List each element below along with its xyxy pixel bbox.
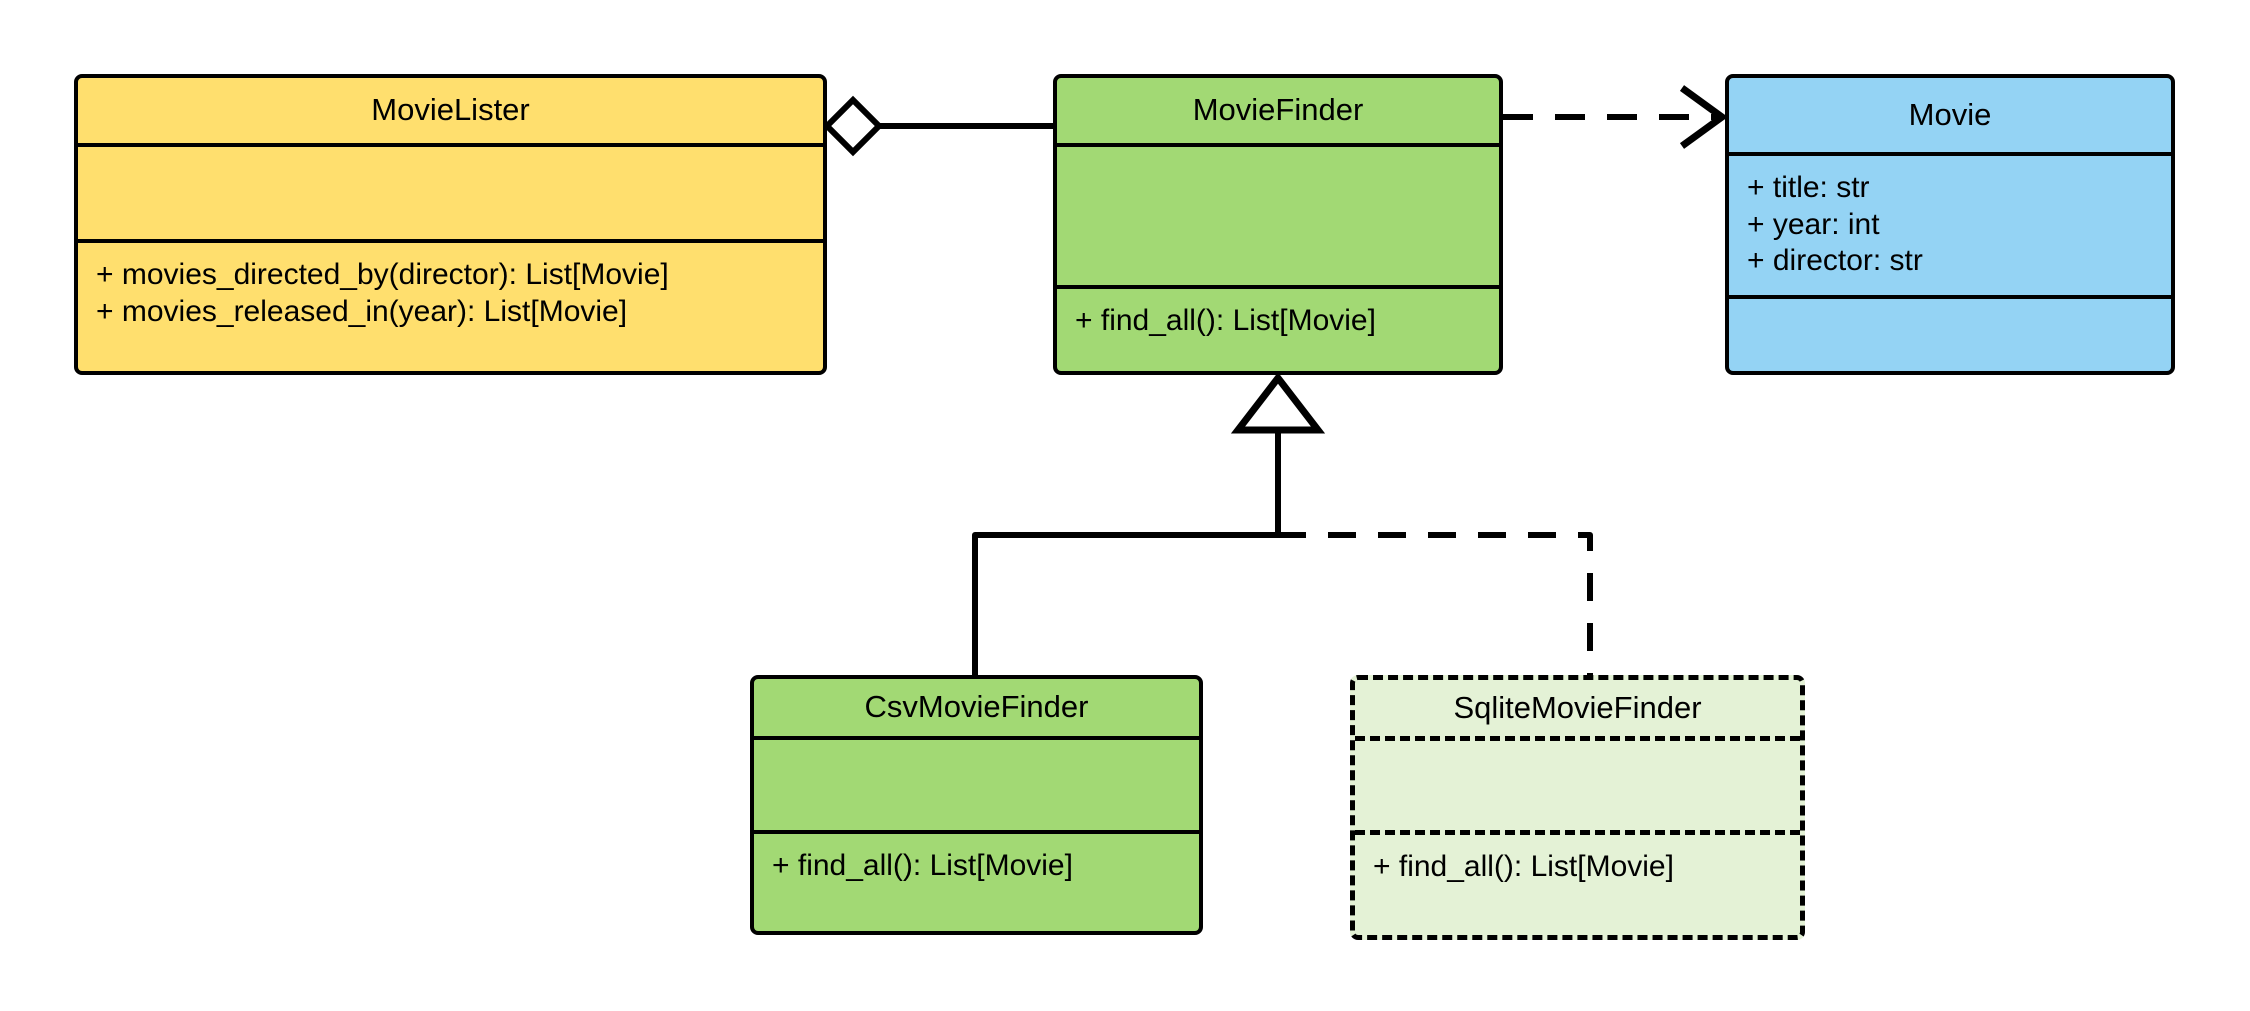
class-box-movielister[interactable]: MovieLister + movies_directed_by(directo… (74, 74, 827, 375)
generalization-triangle-moviefinder (1230, 372, 1326, 535)
class-name-movielister: MovieLister (371, 92, 530, 128)
operation-item: + movies_directed_by(director): List[Mov… (96, 258, 669, 291)
class-title-compartment: CsvMovieFinder (754, 679, 1199, 740)
class-attributes-compartment (754, 740, 1199, 834)
class-operations-compartment: + find_all(): List[Movie] (1355, 835, 1800, 935)
class-attributes-compartment (78, 147, 823, 243)
operation-item: + find_all(): List[Movie] (1075, 304, 1376, 337)
class-attributes-compartment: + title: str + year: int + director: str (1729, 156, 2171, 299)
class-box-movie[interactable]: Movie + title: str + year: int + directo… (1725, 74, 2175, 375)
attribute-item: + director: str (1747, 244, 1923, 278)
class-title-compartment: MovieLister (78, 78, 823, 147)
attribute-item: + year: int (1747, 207, 1880, 241)
class-attributes-compartment (1057, 147, 1499, 289)
class-operations-compartment: + find_all(): List[Movie] (754, 834, 1199, 931)
operation-item: + find_all(): List[Movie] (772, 849, 1073, 882)
class-title-compartment: MovieFinder (1057, 78, 1499, 147)
operation-item: + find_all(): List[Movie] (1373, 850, 1674, 883)
class-name-csvmoviefinder: CsvMovieFinder (864, 689, 1089, 725)
class-title-compartment: SqliteMovieFinder (1355, 680, 1800, 741)
operation-item: + movies_released_in(year): List[Movie] (96, 294, 628, 328)
class-operations-compartment: + find_all(): List[Movie] (1057, 289, 1499, 371)
class-operations-compartment (1729, 299, 2171, 371)
class-box-moviefinder[interactable]: MovieFinder + find_all(): List[Movie] (1053, 74, 1503, 375)
class-box-sqlitemoviefinder[interactable]: SqliteMovieFinder + find_all(): List[Mov… (1350, 675, 1805, 940)
class-attributes-compartment (1355, 741, 1800, 835)
generalization-csvmoviefinder-moviefinder (972, 532, 1278, 675)
class-box-csvmoviefinder[interactable]: CsvMovieFinder + find_all(): List[Movie] (750, 675, 1203, 935)
generalization-sqlitemoviefinder-moviefinder (1278, 532, 1593, 675)
class-name-sqlitemoviefinder: SqliteMovieFinder (1453, 689, 1702, 725)
class-operations-compartment: + movies_directed_by(director): List[Mov… (78, 243, 823, 371)
attribute-item: + title: str (1747, 171, 1870, 204)
dependency-moviefinder-movie (1503, 85, 1728, 149)
aggregation-movielister-moviefinder (822, 95, 1053, 157)
class-name-movie: Movie (1908, 96, 1992, 132)
class-name-moviefinder: MovieFinder (1192, 92, 1364, 128)
class-title-compartment: Movie (1729, 78, 2171, 156)
